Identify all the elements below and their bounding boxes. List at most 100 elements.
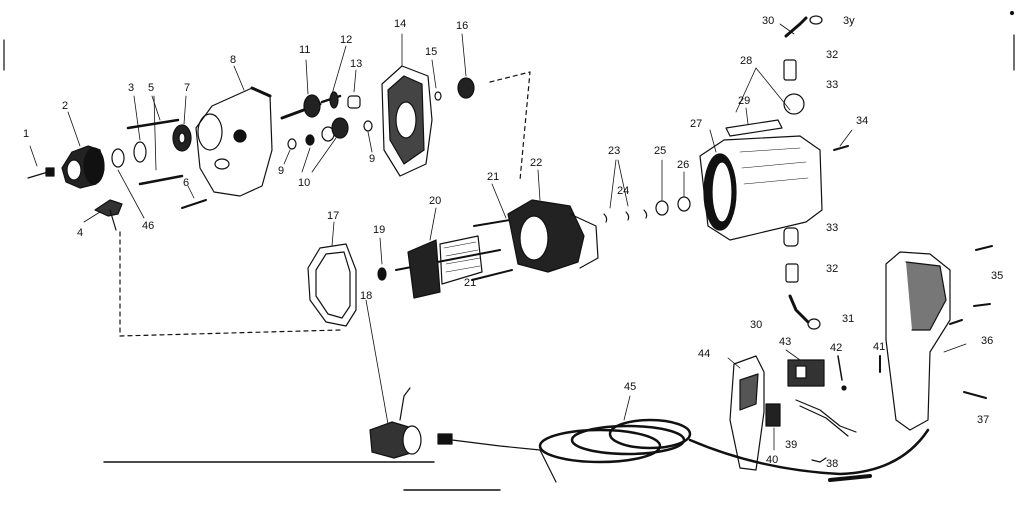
part-30-31-brush-spring-top (779, 15, 823, 38)
callout-45: 45 (624, 381, 637, 393)
callout-9-left: 9 (278, 165, 285, 177)
callout-32-bottom: 32 (826, 263, 839, 275)
callout-42: 42 (830, 342, 843, 354)
callout-41: 41 (873, 341, 886, 353)
part-45-power-cord (437, 395, 930, 483)
part-32-brush-holder-top (783, 59, 797, 81)
callout-10: 10 (298, 177, 311, 189)
part-39-wiring (795, 399, 857, 437)
part-40-capacitor (765, 403, 781, 451)
guide-dashed-2 (489, 71, 531, 181)
callout-9-right: 9 (369, 153, 376, 165)
part-32-brush-holder-bottom (785, 263, 799, 283)
part-38-terminal (811, 457, 827, 463)
callout-5: 5 (148, 82, 155, 94)
callout-37: 37 (977, 414, 990, 426)
callout-34: 34 (856, 115, 869, 127)
callout-22: 22 (530, 157, 543, 169)
part-8-gear-housing (195, 65, 273, 197)
guide-dashed-1 (119, 231, 341, 337)
part-23-24-small-parts (603, 159, 648, 223)
callout-4: 4 (77, 227, 84, 239)
callout-46: 46 (142, 220, 155, 232)
callout-11: 11 (299, 44, 311, 56)
part-33-brush-cap-top (783, 93, 805, 115)
part-11-spindle (280, 59, 322, 120)
part-3-washer (133, 95, 147, 163)
part-44-handle-half (727, 355, 765, 471)
part-27-motor-housing (699, 129, 823, 241)
part-10-gear-parts (301, 117, 349, 173)
callout-32-top: 32 (826, 49, 839, 61)
part-6-screw (181, 185, 207, 209)
part-16-bearing (457, 33, 475, 99)
callout-44: 44 (698, 348, 711, 360)
callout-15: 15 (425, 46, 438, 58)
callout-23: 23 (608, 145, 621, 157)
part-43-switch (785, 349, 825, 387)
callout-21-bottom: 21 (464, 277, 477, 289)
part-37-screw (963, 391, 987, 399)
callout-16: 16 (456, 20, 469, 32)
part-46-ring (111, 148, 145, 219)
callout-29: 29 (738, 95, 751, 107)
part-4-chuck-key (83, 199, 123, 231)
callout-30-top: 30 (762, 15, 775, 27)
part-13-bushing (347, 69, 361, 109)
part-20-armature (395, 207, 501, 299)
callout-33-top: 33 (826, 79, 839, 91)
callout-6: 6 (183, 177, 190, 189)
callout-18: 18 (360, 290, 373, 302)
callout-28: 28 (740, 55, 753, 67)
callout-14: 14 (394, 18, 407, 30)
callout-31-top: 3y (843, 15, 855, 27)
part-42-lock (837, 355, 847, 391)
callout-31-bottom: 31 (842, 313, 855, 325)
part-5-pins (126, 95, 184, 186)
callout-3: 3 (128, 82, 135, 94)
callout-20: 20 (429, 195, 442, 207)
part-7-bearing (172, 95, 192, 152)
callout-35: 35 (991, 270, 1004, 282)
part-18-plug (365, 299, 422, 459)
part-25-washer (655, 159, 669, 216)
callout-19: 19 (373, 224, 386, 236)
callout-38: 38 (826, 458, 839, 470)
callout-21-top: 21 (487, 171, 500, 183)
part-21-screws (471, 183, 513, 281)
callout-12: 12 (340, 34, 353, 46)
callout-39: 39 (785, 439, 798, 451)
part-1-screw (27, 145, 55, 179)
callout-24: 24 (617, 185, 630, 197)
part-14-bearing-plate (381, 33, 433, 177)
frame-dot (1009, 10, 1015, 16)
callout-2: 2 (62, 100, 69, 112)
part-22-field (507, 169, 599, 273)
part-33-brush-cap-bottom (783, 227, 799, 247)
part-15-pin (431, 59, 442, 101)
part-30-31-brush-spring-bottom (788, 294, 821, 330)
callout-30-bottom: 30 (750, 319, 763, 331)
part-17-gasket (307, 221, 357, 327)
part-2-chuck (61, 111, 105, 189)
part-29-plate (725, 107, 783, 137)
callout-1: 1 (23, 128, 30, 140)
part-35-screws (949, 245, 993, 325)
callout-17: 17 (327, 210, 340, 222)
part-9-washers (283, 120, 373, 165)
callout-13: 13 (350, 58, 363, 70)
callout-43: 43 (779, 336, 792, 348)
callout-25: 25 (654, 145, 667, 157)
part-34-screw (833, 129, 853, 151)
callout-36: 36 (981, 335, 994, 347)
callout-40: 40 (766, 454, 779, 466)
part-19-bearing (377, 237, 387, 281)
part-12-shaft (320, 45, 347, 109)
part-36-handle (885, 251, 967, 431)
callout-26: 26 (677, 159, 690, 171)
callout-27: 27 (690, 118, 703, 130)
part-26-ring (677, 171, 691, 212)
callout-8: 8 (230, 54, 237, 66)
callout-7: 7 (184, 82, 191, 94)
